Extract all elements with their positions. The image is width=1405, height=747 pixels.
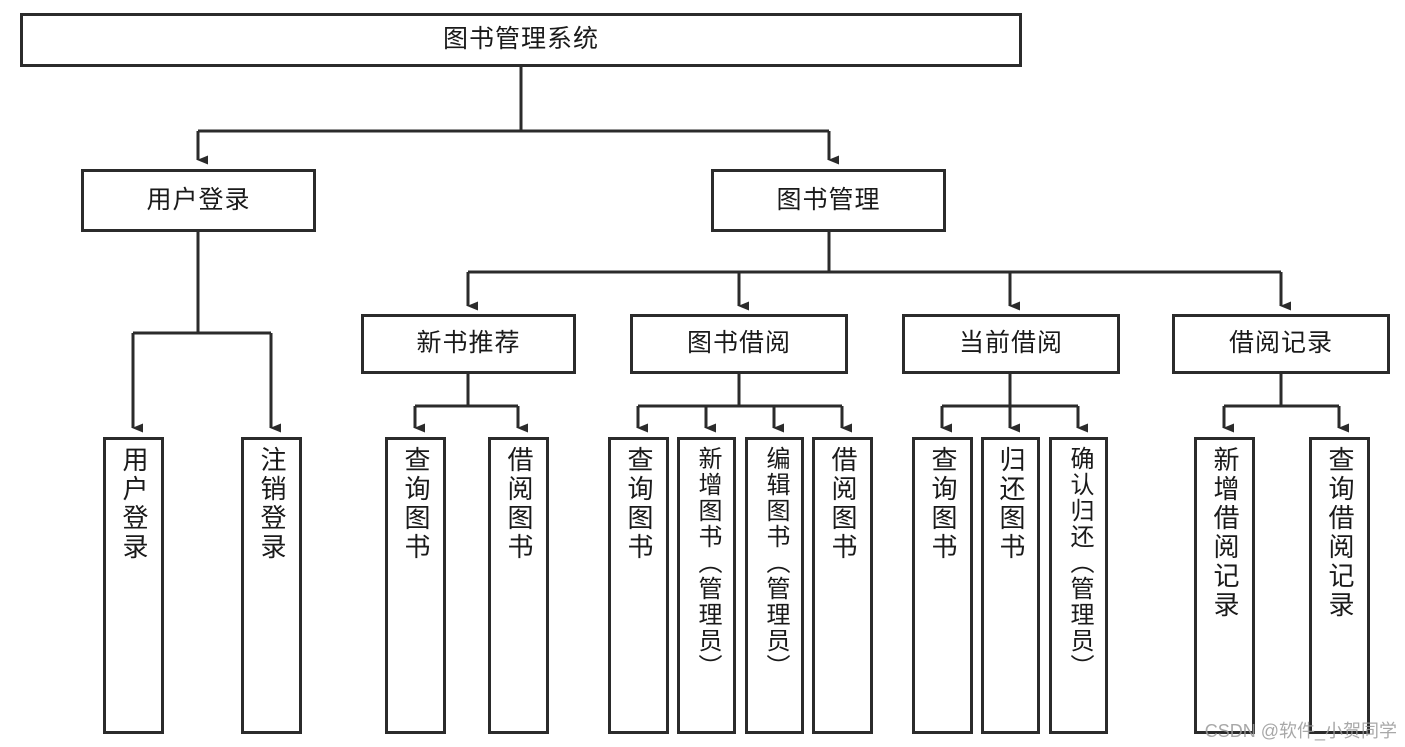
node-leaf-add-book[interactable]: 新增图书（管理员）	[677, 437, 736, 734]
node-label: 图书管理系统	[442, 25, 599, 54]
node-label: 归还图书	[996, 446, 1027, 562]
node-label: 新增借阅记录	[1210, 446, 1241, 620]
node-current-borrow[interactable]: 当前借阅	[902, 314, 1120, 374]
node-label: 图书管理	[776, 185, 881, 214]
node-label: 用户登录	[119, 446, 150, 562]
node-user-login[interactable]: 用户登录	[81, 169, 316, 232]
node-label: 借阅图书	[504, 446, 535, 562]
node-book-management[interactable]: 图书管理	[711, 169, 946, 232]
node-leaf-user-login[interactable]: 用户登录	[103, 437, 164, 734]
node-label: 编辑图书（管理员）	[761, 446, 789, 680]
node-leaf-query-book-current[interactable]: 查询图书	[912, 437, 973, 734]
node-label: 图书借阅	[686, 329, 791, 358]
node-label: 用户登录	[146, 185, 251, 214]
node-new-book-recommend[interactable]: 新书推荐	[361, 314, 576, 374]
node-leaf-edit-book[interactable]: 编辑图书（管理员）	[745, 437, 804, 734]
node-label: 查询借阅记录	[1325, 446, 1356, 620]
node-label: 注销登录	[257, 446, 288, 562]
node-leaf-query-book-borrow[interactable]: 查询图书	[608, 437, 669, 734]
node-label: 当前借阅	[958, 329, 1063, 358]
node-label: 查询图书	[928, 446, 959, 562]
node-leaf-borrow-book[interactable]: 借阅图书	[812, 437, 873, 734]
node-leaf-add-borrow-record[interactable]: 新增借阅记录	[1194, 437, 1255, 734]
node-leaf-query-borrow-record[interactable]: 查询借阅记录	[1309, 437, 1370, 734]
node-leaf-return-book[interactable]: 归还图书	[981, 437, 1040, 734]
node-leaf-logout-login[interactable]: 注销登录	[241, 437, 302, 734]
node-book-borrow[interactable]: 图书借阅	[630, 314, 848, 374]
watermark-text: CSDN @软件_小贺同学	[1204, 721, 1397, 741]
node-leaf-query-book-recommend[interactable]: 查询图书	[385, 437, 446, 734]
node-label: 确认归还（管理员）	[1065, 446, 1093, 680]
node-leaf-confirm-return[interactable]: 确认归还（管理员）	[1049, 437, 1108, 734]
node-label: 查询图书	[401, 446, 432, 562]
node-label: 新书推荐	[416, 329, 521, 358]
node-leaf-borrow-book-recommend[interactable]: 借阅图书	[488, 437, 549, 734]
node-borrow-record[interactable]: 借阅记录	[1172, 314, 1390, 374]
node-label: 借阅记录	[1228, 329, 1333, 358]
node-label: 查询图书	[624, 446, 655, 562]
node-root-book-management-system[interactable]: 图书管理系统	[20, 13, 1022, 67]
node-label: 借阅图书	[828, 446, 859, 562]
node-label: 新增图书（管理员）	[693, 446, 721, 680]
